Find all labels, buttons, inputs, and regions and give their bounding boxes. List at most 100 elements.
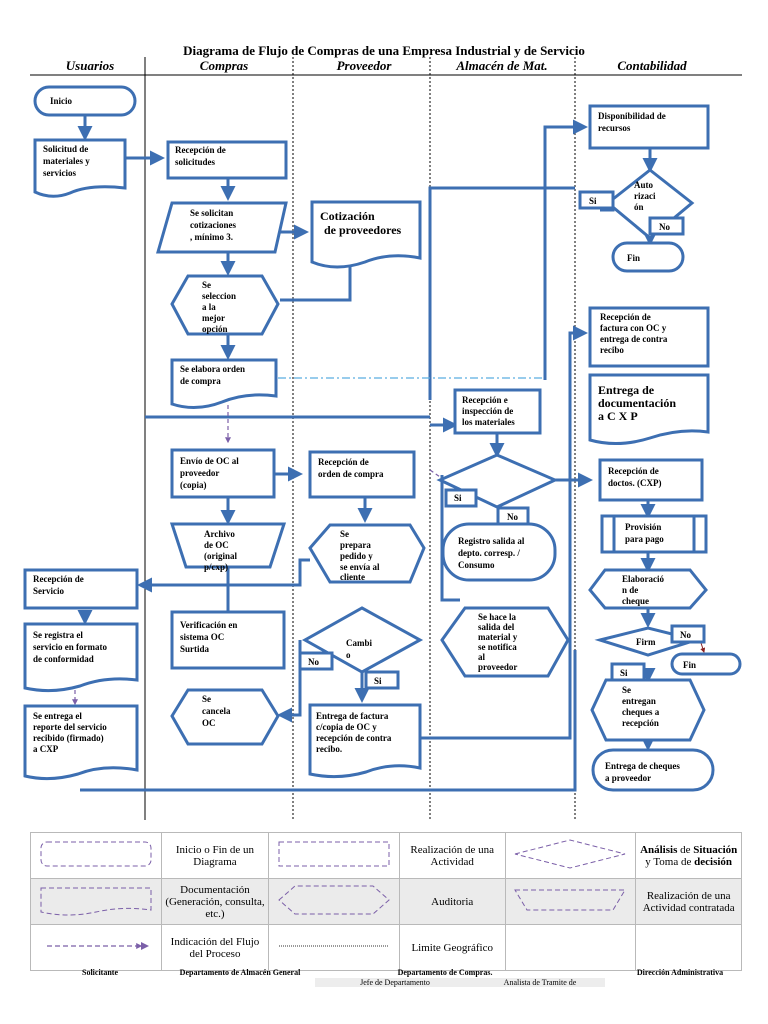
text-recepcion-doctos-2: doctos. (CXP) [608,478,662,488]
legend-analisis-5: decisión [694,855,733,868]
text-selecciona-2: seleccion [202,291,236,301]
text-reporte-servicio-4: a CXP [33,744,59,754]
lane-almacen: Almacén de Mat. [455,58,547,73]
text-registra-servicio-2: servicio en formato [33,642,107,652]
text-cancela-oc-1: Se [202,694,211,704]
text-entrega-documentacion-1: Entrega de [598,383,655,397]
text-archivo-oc-3: (original [204,551,237,561]
node-si-box-4 [610,662,646,682]
text-recepcion-factura-4: recibo [600,345,624,355]
node-recepcion-solicitudes [166,140,288,180]
node-no-box-3 [298,651,334,671]
text-salida-material-4: se notifica [478,642,517,652]
text-provision-1: Provisión [625,522,661,532]
legend-table: Inicio o Fin de un Diagrama Realización … [30,832,742,971]
text-recepcion-factura-3: entrega de contra [600,334,668,344]
legend-symbol-audit [268,878,400,925]
text-elabora-orden-1: Se elabora orden [180,364,245,374]
text-recepcion-factura-2: factura con OC y [600,323,667,333]
text-archivo-oc-4: p/cxp) [204,562,228,572]
text-si-3: Si [374,676,382,686]
text-salida-material-2: salida del [478,622,515,632]
node-salida-material [440,606,570,678]
legend-analisis-1: Análisis [640,843,678,856]
text-entrega-cheques-prov-2: a proveedor [605,773,651,783]
text-no-4: No [680,630,691,640]
text-prepara-pedido-3: pedido y [340,551,373,561]
text-recepcion-orden-2: orden de compra [318,469,384,479]
node-si-box-1 [578,190,615,210]
signature-footer: Solicitante Departamento de Almacén Gene… [30,966,742,990]
text-entregan-cheques-3: cheques a [622,707,660,717]
node-cancela-oc [170,688,280,746]
node-fin-2 [670,652,742,676]
node-registra-servicio [23,622,139,693]
text-registro-salida-3: Consumo [458,560,495,570]
text-recepcion-inspeccion-3: los materiales [462,417,515,427]
legend-label-documentacion: Documentación (Generación, consulta, etc… [160,878,270,925]
text-no-3: No [308,657,319,667]
legend-symbol-decision [504,832,637,879]
text-solicitud-1: Solicitud de [43,144,88,154]
text-no-1: No [659,222,670,232]
text-prepara-pedido-4: se envía al [340,562,380,572]
text-cambio-2: o [346,650,351,660]
text-no-2: No [507,512,518,522]
node-recepcion-doctos [598,458,704,502]
text-selecciona-4: mejor [202,313,225,323]
text-selecciona-1: Se [202,280,211,290]
text-autorizacion-2: rizaci [634,191,656,201]
text-entrega-factura-2: c/copia de OC y [316,722,377,732]
legend-label-inicio-fin: Inicio o Fin de un Diagrama [160,832,270,879]
legend-label-analisis: Análisis de Situación y Toma de decisión [635,832,742,879]
legend-symbol-contract [504,878,637,925]
lane-compras: Compras [200,58,248,73]
text-cancela-oc-3: OC [202,718,216,728]
node-entrega-factura [308,703,422,779]
node-texts: Inicio Solicitud de materiales y servici… [33,96,696,783]
legend-label-indicacion: Indicación del Flujo del Proceso [160,924,270,971]
text-autorizacion-1: Auto [634,180,654,190]
node-entregan-cheques [590,678,706,742]
footer-compras: Departamento de Compras. [397,968,493,977]
node-recepcion-inspeccion [453,388,542,435]
footer-jefe: Jefe de Departamento [315,978,475,987]
text-recepcion-solicitudes-2: solicitudes [175,157,216,167]
text-recepcion-orden-1: Recepción de [318,457,369,467]
shapes [23,85,742,792]
text-recepcion-solicitudes-1: Recepción de [175,145,226,155]
legend-label-contratada: Realización de una Actividad contratada [635,878,742,925]
text-prepara-pedido-1: Se [340,529,349,539]
legend-symbol-limit [268,924,400,971]
text-entrega-documentacion-3: a C X P [598,409,638,423]
node-no-box-1 [648,216,685,236]
text-verificacion-3: Surtida [180,644,210,654]
footer-direccion: Dirección Administrativa [636,968,724,977]
node-archivo-oc [169,522,287,569]
footer-almacen: Departamento de Almacén General [179,968,301,977]
node-recepcion-factura [588,306,710,368]
text-entregan-cheques-2: entregan [622,696,656,706]
text-entrega-factura-1: Entrega de factura [316,711,389,721]
text-entrega-cheques-prov-1: Entrega de cheques [605,761,680,771]
text-recepcion-factura-1: Recepción de [600,312,651,322]
text-envio-oc-3: (copia) [180,480,207,490]
text-prepara-pedido-5: cliente [340,572,365,582]
legend-analisis-4: y Toma de [645,855,695,868]
text-se-solicitan-1: Se solicitan [190,208,233,218]
node-prepara-pedido [308,523,426,584]
text-entrega-factura-3: recepción de contra [316,733,392,743]
text-envio-oc-1: Envío de OC al [180,456,239,466]
legend-analisis-3: Situación [693,843,738,856]
text-disponibilidad-2: recursos [598,123,631,133]
text-recepcion-servicio-2: Servicio [33,586,64,596]
footer-solicitante: Solicitante [82,968,118,977]
node-elaboracion-cheque [588,568,708,610]
lane-usuarios: Usuarios [66,58,114,73]
text-cotizacion-2: de proveedores [324,223,402,237]
legend-empty-1 [504,924,637,971]
node-si-box-2 [444,488,478,508]
text-entregan-cheques-1: Se [622,685,631,695]
text-selecciona-5: opción [202,324,228,334]
text-reporte-servicio-2: reporte del servicio [33,722,107,732]
